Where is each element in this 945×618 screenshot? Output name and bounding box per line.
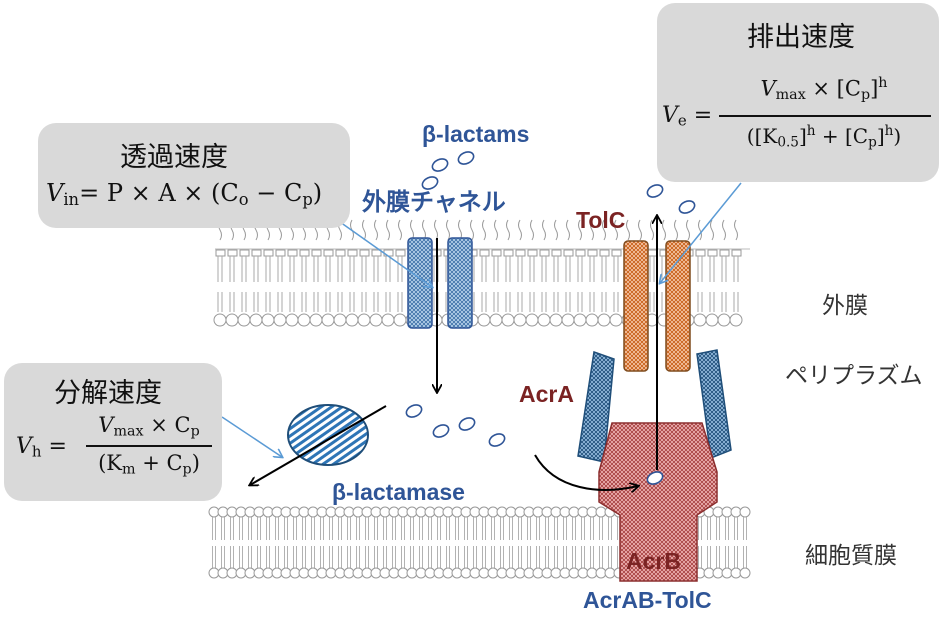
beta-lactam-molecules — [405, 151, 696, 485]
protein-shapes — [287, 237, 732, 582]
beta-lactams-label: β-lactams — [422, 121, 530, 147]
hydrolysis-fraction-bar — [86, 445, 212, 447]
beta-lactam-molecule — [405, 404, 423, 418]
beta-lactam-molecule — [431, 158, 449, 172]
beta-lactamase-label: β-lactamase — [332, 479, 465, 505]
acra-right — [696, 349, 732, 460]
hydrolysis-pointer — [221, 416, 282, 457]
outer-channel-right-barrel — [447, 237, 473, 329]
inner-membrane-label: 細胞質膜 — [805, 543, 897, 569]
permeation-equation: Vin= P × A × (Co − Cp) — [46, 179, 323, 210]
acra-label: AcrA — [519, 381, 574, 407]
outer-channel-label: 外膜チャネル — [362, 189, 506, 216]
outer-channel-left-barrel — [407, 237, 433, 329]
hydrolysis-denominator: (Km + Cp) — [98, 451, 200, 478]
beta-lactamase-enzyme — [287, 404, 369, 466]
efflux-denominator: ([K0.5]h + [Cp]h) — [746, 123, 902, 151]
beta-lactam-molecule — [678, 200, 696, 214]
beta-lactam-molecule — [457, 151, 475, 165]
hydrolysis-arrow — [250, 405, 387, 485]
beta-lactam-molecule — [488, 433, 506, 447]
beta-lactam-molecule — [421, 176, 439, 190]
outer-membrane-label: 外膜 — [822, 293, 868, 319]
permeation-rate-box: 透過速度 Vin= P × A × (Co − Cp) — [38, 123, 350, 228]
acrb — [598, 422, 718, 582]
hydrolysis-numerator: Vmax × Cp — [98, 413, 200, 440]
acrab-tolc-label: AcrAB-TolC — [583, 587, 712, 613]
efflux-lhs: Ve = — [662, 103, 713, 130]
hydrolysis-lhs: Vh = — [16, 434, 67, 461]
efflux-pointer — [660, 182, 742, 283]
hydrolysis-rate-box: 分解速度 Vh = Vmax × Cp (Km + Cp) — [4, 363, 222, 501]
arrows — [221, 182, 742, 490]
efflux-fraction-bar — [719, 115, 931, 117]
tolc-left-barrel — [623, 240, 649, 372]
capture-arrow — [534, 454, 638, 490]
tolc-label: TolC — [576, 207, 626, 233]
efflux-numerator: Vmax × [Cp]h — [760, 75, 888, 104]
beta-lactam-molecule — [458, 417, 476, 431]
beta-lactam-molecule — [646, 471, 664, 485]
permeation-pointer — [339, 221, 432, 287]
beta-lactam-molecule — [432, 424, 450, 438]
periplasm-label: ペリプラズム — [785, 363, 923, 389]
beta-lactam-molecule — [646, 184, 664, 198]
tolc-right-barrel — [665, 240, 691, 372]
permeation-rate-title: 透過速度 — [120, 142, 228, 173]
hydrolysis-rate-title: 分解速度 — [54, 378, 162, 409]
efflux-rate-box: 排出速度 Ve = Vmax × [Cp]h ([K0.5]h + [Cp]h) — [657, 3, 939, 182]
efflux-rate-title: 排出速度 — [747, 22, 855, 53]
acrb-label: AcrB — [626, 548, 681, 574]
